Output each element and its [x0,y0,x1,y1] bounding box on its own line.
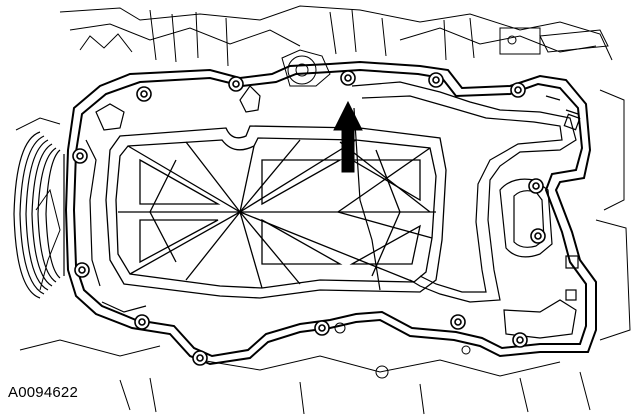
bolt [510,82,526,98]
bolt [314,320,330,336]
bolt [228,76,244,92]
oil-pan-bolts [72,70,546,366]
bolt [74,262,90,278]
oil-pan-lattice-frame [105,125,447,299]
bolt [530,228,546,244]
bolt [450,314,466,330]
bolt [134,314,150,330]
crankshaft-pulley [13,131,65,299]
figure-id-label: A0094622 [8,384,79,401]
bolt [136,86,152,102]
engine-block-background [15,5,631,415]
bolt [428,72,444,88]
bolt [72,148,88,164]
bolt [192,350,208,366]
bolt [512,332,528,348]
bolt-indicated [340,70,356,86]
bolt [528,178,544,194]
indicator-arrow [333,100,363,173]
